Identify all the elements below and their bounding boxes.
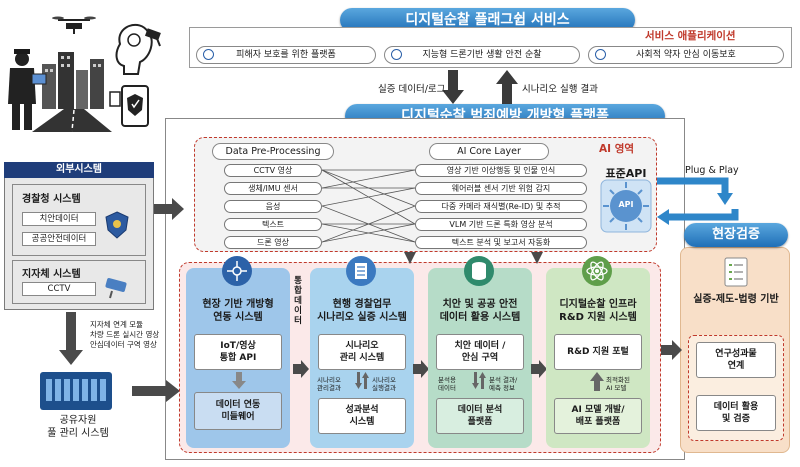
service-app-label: 서비스 애플리케이션 (645, 30, 736, 42)
checklist-glyph (355, 263, 367, 279)
field-box-data: 데이터 활용 및 검증 (696, 395, 776, 431)
field-test-title: 현장검증 (684, 223, 788, 247)
system-1-arrow (232, 372, 246, 389)
external-title: 외부시스템 (4, 162, 154, 178)
api-chip-label: API (618, 200, 634, 209)
system-4-arrow (590, 372, 604, 391)
plug-play-arrows (657, 177, 739, 225)
system-3-box-1: 치안 데이터 /안심 구역 (436, 334, 524, 370)
col1-col2-arrow (293, 360, 309, 378)
standard-api-chip (600, 179, 652, 233)
service-item-drone: 지능형 드론기반 생활 안전 순찰 (384, 46, 580, 64)
drone-icon (391, 49, 402, 60)
system-4-box-1: R&D 지원 포털 (554, 334, 642, 370)
core-title: AI Core Layer (429, 143, 549, 160)
service-platform-arrows (442, 70, 518, 104)
cctv-camera-icon (105, 278, 127, 299)
ai-zone-label: AI 영역 (599, 143, 635, 155)
system-2-arrows (355, 372, 369, 389)
service-item-victim: 피해자 보호를 위한 플랫폼 (196, 46, 376, 64)
public-safety-data-item: 공공안전데이터 (22, 232, 96, 246)
col3-col4-arrow (531, 360, 547, 378)
police-system-title: 경찰청 시스템 (22, 194, 81, 205)
preprocessing-title: Data Pre-Processing (212, 143, 334, 160)
cctv-item: CCTV (22, 282, 96, 296)
document-checklist-icon (724, 257, 748, 287)
location-pin-icon (203, 49, 214, 60)
server-rack-icon (40, 372, 112, 410)
core-node-behavior: 영상 기반 이상행동 및 인물 인식 (415, 164, 587, 177)
core-node-wearable: 웨어러블 센서 기반 위험 감지 (415, 182, 587, 195)
ai-to-systems-arrows (404, 252, 543, 264)
system-3-arrows (472, 372, 486, 389)
field-test-subtitle: 실증-제도-법령 기반 (693, 294, 779, 305)
police-drone-city-illustration (8, 16, 161, 132)
pool-system-label: 공유자원 풀 관리 시스템 (47, 415, 109, 439)
link-note: 지자체 연계 모듈 차량 드론 실시간 영상 안심데이터 구역 영상 (90, 320, 160, 349)
integration-label: 통합 데이터 (294, 276, 302, 326)
plug-play-label: Plug & Play (685, 165, 739, 176)
system-4-box-2: AI 모델 개발/배포 플랫폼 (554, 398, 642, 434)
pre-node-cctv: CCTV 영상 (224, 164, 322, 177)
systems-to-field-arrow (661, 340, 682, 360)
pre-node-voice: 음성 (224, 200, 322, 213)
field-box-research: 연구성과물 연계 (696, 342, 776, 378)
police-data-item: 치안데이터 (22, 212, 96, 226)
atom-glyph (586, 261, 608, 281)
pre-core-connections (322, 169, 416, 243)
police-badge-icon (105, 211, 129, 239)
local-system-title: 지자체 시스템 (22, 269, 81, 280)
core-node-reid: 다중 카메라 재식별(Re-ID) 및 추적 (415, 200, 587, 213)
pre-node-drone: 드론 영상 (224, 236, 322, 249)
pre-node-text: 텍스트 (224, 218, 322, 231)
service-item-vulnerable: 사회적 약자 안심 이동보호 (588, 46, 784, 64)
external-to-ai-arrow (154, 198, 184, 220)
network-glyph (227, 261, 247, 281)
col2-col3-arrow (413, 360, 429, 378)
shield-icon (595, 49, 606, 60)
flow-up-label: 시나리오 실행 결과 (522, 84, 598, 95)
core-node-report: 텍스트 분석 및 보고서 자동화 (415, 236, 587, 249)
external-to-pool-arrow (59, 312, 83, 365)
core-node-vlm: VLM 기반 드론 특화 영상 분석 (415, 218, 587, 231)
system-3-note-2: 분석 결과/예측 정보 (489, 376, 518, 392)
pool-to-platform-arrow (132, 380, 180, 402)
standard-api-title: 표준API (605, 167, 647, 180)
pre-node-sensor: 생체/IMU 센서 (224, 182, 322, 195)
database-glyph (472, 262, 486, 280)
flow-down-label: 실증 데이터/로그 (378, 84, 446, 95)
